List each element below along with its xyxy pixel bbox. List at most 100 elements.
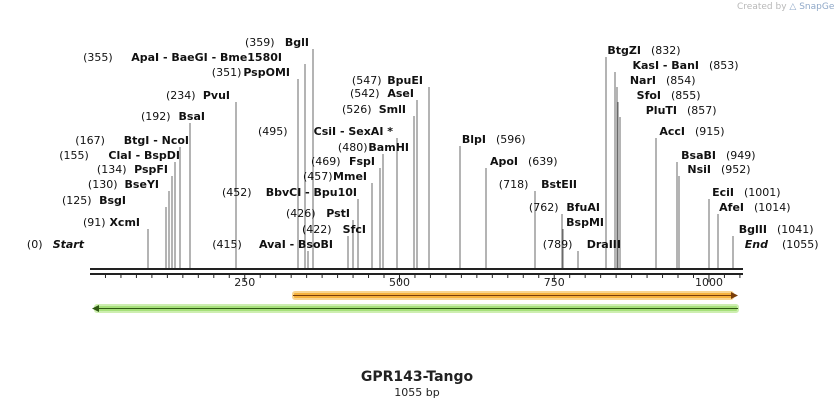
ruler-label: 1000: [695, 276, 723, 289]
site-label[interactable]: BsaI(192): [141, 110, 205, 123]
site-label[interactable]: BpuEI(547): [352, 74, 423, 87]
site-label[interactable]: AvaI - BsoBI (415): [212, 238, 333, 251]
feature-orange-arrow[interactable]: [292, 291, 738, 300]
site-position: (167): [75, 134, 105, 147]
site-position: (596): [496, 133, 526, 146]
site-label[interactable]: FspI(469): [311, 155, 375, 168]
site-label[interactable]: PstI(426): [286, 207, 350, 220]
ruler-label: 250: [234, 276, 255, 289]
site-position: (192): [141, 110, 171, 123]
site-label[interactable]: PluTI(857): [646, 104, 717, 117]
site-name: BtgI - NcoI: [124, 134, 189, 147]
site-name: AccI: [659, 125, 685, 138]
site-label[interactable]: PspOMI(351): [212, 66, 290, 79]
site-position: (639): [528, 155, 558, 168]
site-name: ClaI - BspDI: [108, 149, 180, 162]
site-position: (415): [212, 238, 242, 251]
site-position: (915): [695, 125, 725, 138]
site-position: (495): [258, 125, 288, 138]
site-name: AfeI: [719, 201, 744, 214]
site-label[interactable]: NsiI(952): [687, 163, 750, 176]
site-position: (1055): [782, 238, 819, 251]
site-name: BspMI: [566, 216, 604, 229]
site-position: (762): [529, 201, 559, 214]
site-label[interactable]: SfoI (855): [637, 89, 701, 102]
site-label[interactable]: BsaBI(949): [681, 149, 755, 162]
site-label[interactable]: SfcI(422): [302, 223, 366, 236]
site-name: BglI: [285, 36, 309, 49]
site-label[interactable]: BglII(1041): [739, 223, 814, 236]
site-label[interactable]: PvuI(234): [166, 89, 230, 102]
site-position: (457): [303, 170, 333, 183]
site-name: PvuI: [203, 89, 230, 102]
site-label[interactable]: AfeI (1014): [719, 201, 790, 214]
site-labels: Start (0) XcmI(91) BsgI(125) BseYI(130) PspFI…: [27, 36, 819, 251]
site-name: Start: [53, 238, 85, 251]
site-label[interactable]: BlpI (596): [462, 133, 526, 146]
site-label[interactable]: BspMI: [566, 216, 604, 229]
site-position: (91): [83, 216, 106, 229]
site-label[interactable]: BglI (359): [245, 36, 309, 49]
site-name: SfoI: [637, 89, 661, 102]
site-label[interactable]: MmeI(457): [303, 170, 367, 183]
site-label[interactable]: BsgI(125): [62, 194, 126, 207]
site-label[interactable]: End (1055): [745, 238, 819, 251]
site-label[interactable]: SmlI(526): [342, 103, 406, 116]
site-label[interactable]: AseI(542): [350, 87, 414, 100]
site-label[interactable]: ApaI - BaeGI - Bme1580I(355): [83, 51, 282, 64]
site-label[interactable]: XcmI(91): [83, 216, 140, 229]
site-lines: [147, 49, 734, 268]
site-label[interactable]: BamHI(480): [338, 141, 409, 154]
site-position: (452): [222, 186, 252, 199]
site-position: (351): [212, 66, 242, 79]
site-label[interactable]: BstEII(718): [499, 178, 577, 191]
site-name: SfcI: [343, 223, 366, 236]
site-position: (359): [245, 36, 275, 49]
site-name: BstEII: [541, 178, 577, 191]
site-label[interactable]: BbvCI - Bpu10I(452): [222, 186, 357, 199]
site-name: BtgZI: [607, 44, 641, 57]
site-label[interactable]: ClaI - BspDI(155): [59, 149, 180, 162]
site-label[interactable]: NarI (854): [630, 74, 696, 87]
site-label[interactable]: BfuAI (762): [529, 201, 600, 214]
site-label[interactable]: BseYI(130): [88, 178, 159, 191]
site-label[interactable]: CsiI - SexAI *(495): [258, 125, 393, 138]
site-label[interactable]: KasI - BanI(853): [632, 59, 738, 72]
site-position: (480): [338, 141, 368, 154]
site-name: SmlI: [379, 103, 406, 116]
site-name: End: [745, 238, 768, 251]
site-name: DraIII: [587, 238, 621, 251]
site-label[interactable]: Start (0): [27, 238, 85, 251]
site-position: (853): [709, 59, 739, 72]
site-name: MmeI: [333, 170, 367, 183]
site-label[interactable]: ApoI (639): [490, 155, 558, 168]
site-label[interactable]: DraIII(789): [543, 238, 621, 251]
site-name: NarI: [630, 74, 656, 87]
site-name: BpuEI: [387, 74, 423, 87]
site-position: (469): [311, 155, 341, 168]
site-label[interactable]: PspFI(134): [97, 163, 168, 176]
site-name: AseI: [387, 87, 414, 100]
site-name: PstI: [326, 207, 350, 220]
site-name: AvaI - BsoBI: [259, 238, 333, 251]
site-position: (854): [666, 74, 696, 87]
site-name: BfuAI: [566, 201, 600, 214]
site-position: (134): [97, 163, 127, 176]
site-label[interactable]: BtgZI (832): [607, 44, 680, 57]
site-position: (0): [27, 238, 43, 251]
site-label[interactable]: AccI (915): [659, 125, 724, 138]
site-position: (125): [62, 194, 92, 207]
site-name: BlpI: [462, 133, 486, 146]
site-position: (1014): [754, 201, 791, 214]
site-name: NsiI: [687, 163, 711, 176]
site-label[interactable]: EciI(1001): [712, 186, 780, 199]
site-position: (855): [671, 89, 701, 102]
site-name: ApoI: [490, 155, 518, 168]
feature-green-arrow[interactable]: [92, 304, 739, 313]
site-position: (832): [651, 44, 681, 57]
site-label[interactable]: BtgI - NcoI (167): [75, 134, 189, 147]
site-name: BseYI: [125, 178, 159, 191]
snapgene-credit: Created by △ SnapGene: [737, 2, 834, 12]
